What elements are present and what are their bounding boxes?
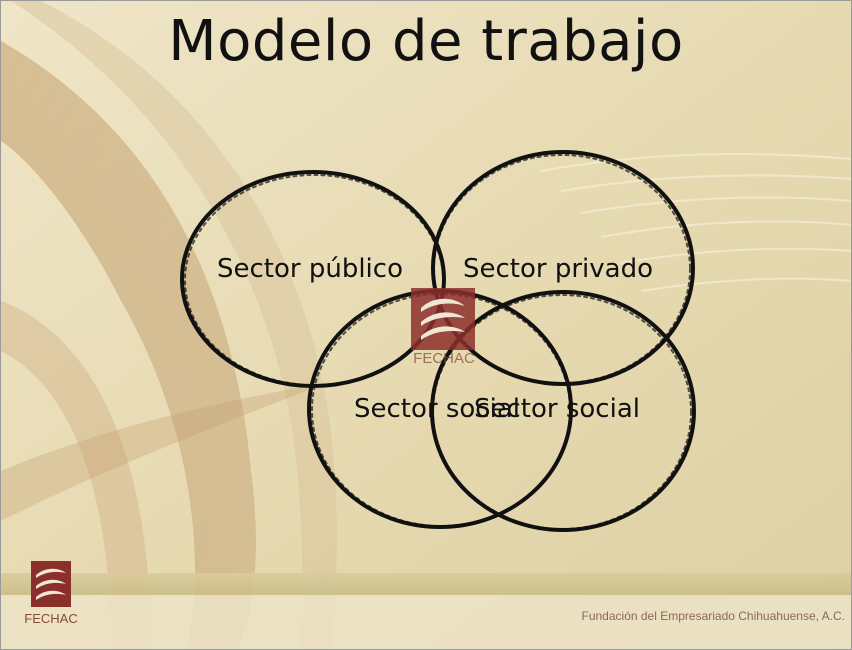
label-sector-social-left: Sector social [354, 394, 520, 424]
label-sector-social-right: Sector social [474, 394, 640, 424]
footer-logo-text: FECHAC [24, 611, 78, 626]
slide-title: Modelo de trabajo [168, 9, 684, 74]
footer-organization: Fundación del Empresariado Chihuahuense,… [581, 609, 846, 623]
center-logo-text: FECHAC [413, 350, 475, 367]
label-sector-publico: Sector público [217, 254, 403, 284]
circle-sector-privado [431, 150, 695, 386]
label-sector-privado: Sector privado [463, 254, 653, 284]
fechac-logo-icon [411, 288, 475, 350]
circle-sector-social-right [430, 290, 696, 532]
footer-logo-icon [31, 561, 71, 607]
